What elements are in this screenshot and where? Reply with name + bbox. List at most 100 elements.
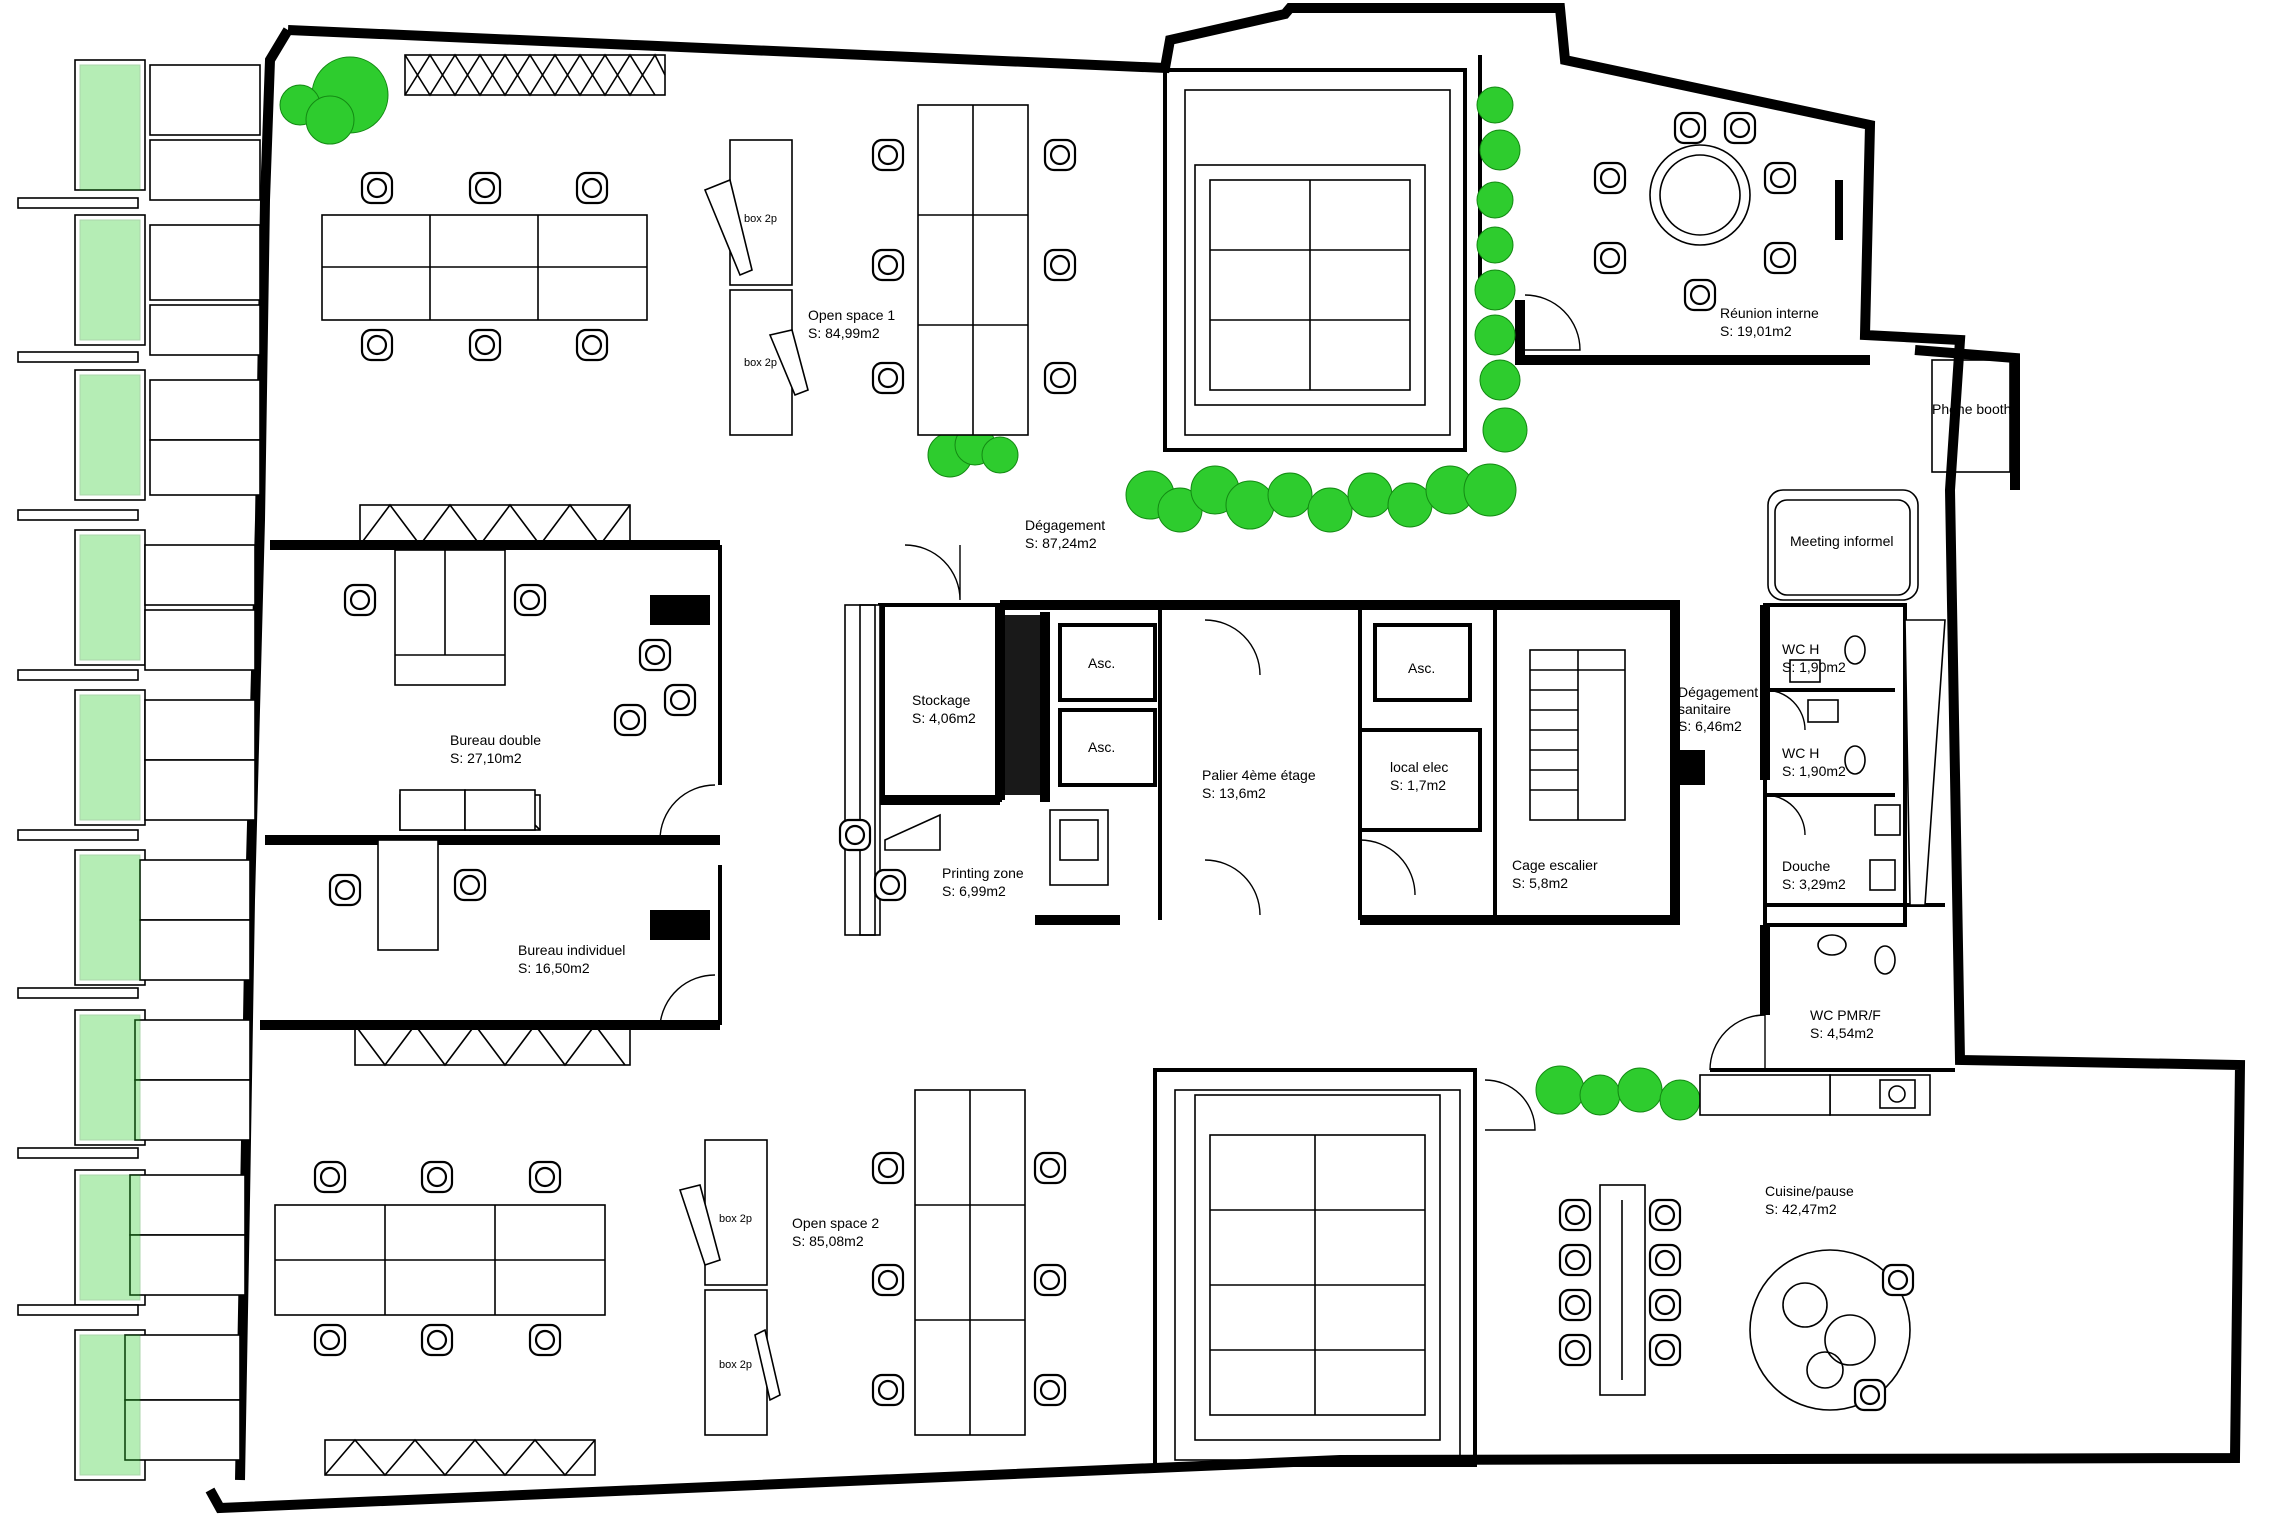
label-elevator-3: Asc. (1408, 660, 1435, 676)
chair (1558, 1288, 1592, 1322)
chair (1043, 138, 1077, 172)
plant (981, 436, 1019, 474)
office-furniture (377, 144, 1931, 1411)
plant (1479, 129, 1521, 171)
label-palier: Palier 4ème étage (1202, 767, 1316, 783)
area-douche: S: 3,29m2 (1782, 876, 1846, 892)
area-stockage: S: 4,06m2 (912, 710, 976, 726)
area-wc-h-2: S: 1,90m2 (1782, 763, 1846, 779)
chair (1683, 278, 1717, 312)
label-open-space-2: Open space 2 (792, 1215, 879, 1231)
label-bureau-double: Bureau double (450, 732, 541, 748)
area-open-space-2: S: 85,08m2 (792, 1233, 864, 1249)
area-wc-h-1: S: 1,90m2 (1782, 659, 1846, 675)
chair (575, 328, 609, 362)
chair (1723, 111, 1757, 145)
label-stockage: Stockage (912, 692, 971, 708)
chair (1033, 1151, 1067, 1185)
chair (1648, 1288, 1682, 1322)
area-degagement: S: 87,24m2 (1025, 535, 1097, 551)
chair (1673, 111, 1707, 145)
chair (1033, 1373, 1067, 1407)
plant (305, 95, 355, 145)
plant (1267, 472, 1313, 518)
label-printing: Printing zone (942, 865, 1024, 881)
plant (1225, 480, 1275, 530)
label-box-2p-1: box 2p (744, 213, 777, 225)
doors (659, 294, 1806, 1131)
area-cuisine: S: 42,47m2 (1765, 1201, 1837, 1217)
chair (528, 1160, 562, 1194)
chair (871, 1263, 905, 1297)
chair (1593, 161, 1627, 195)
chair (453, 868, 487, 902)
plant (1476, 226, 1514, 264)
label-box-2p-2: box 2p (744, 357, 777, 369)
chair (343, 583, 377, 617)
chair (871, 1151, 905, 1185)
area-open-space-1: S: 84,99m2 (808, 325, 880, 341)
chair (1593, 241, 1627, 275)
label-cuisine: Cuisine/pause (1765, 1183, 1854, 1199)
label-meeting-informel: Meeting informel (1790, 533, 1894, 549)
chair (1033, 1263, 1067, 1297)
chair (871, 138, 905, 172)
plant (1617, 1067, 1663, 1113)
chair (575, 171, 609, 205)
chair (528, 1323, 562, 1357)
chair (838, 818, 872, 852)
chair (871, 1373, 905, 1407)
chair (468, 328, 502, 362)
chair (1648, 1333, 1682, 1367)
chair (360, 328, 394, 362)
plant (1579, 1074, 1621, 1116)
chair (1763, 241, 1797, 275)
interior-walls (260, 55, 2020, 1072)
chair (1763, 161, 1797, 195)
label-degagement: Dégagement (1025, 517, 1105, 533)
atrium-bottom (1153, 1068, 1477, 1467)
plant (1474, 314, 1516, 356)
label-elevator-2: Asc. (1088, 739, 1115, 755)
plant (1659, 1079, 1701, 1121)
label-degagement-sanitaire-2: sanitaire (1678, 701, 1731, 717)
area-cage-escalier: S: 5,8m2 (1512, 875, 1568, 891)
chairs (313, 111, 1915, 1412)
area-degagement-sanitaire: S: 6,46m2 (1678, 718, 1742, 734)
label-phone-booth: Phone booth (1932, 401, 2011, 417)
plant (1476, 181, 1514, 219)
plant (1307, 487, 1353, 533)
area-wc-pmr: S: 4,54m2 (1810, 1025, 1874, 1041)
chair (873, 868, 907, 902)
plant (1535, 1065, 1585, 1115)
label-box-2p-4: box 2p (719, 1359, 752, 1371)
plant (1474, 269, 1516, 311)
chair (1648, 1198, 1682, 1232)
chair (1558, 1333, 1592, 1367)
chair (328, 873, 362, 907)
plants (279, 56, 1701, 1121)
plant (1347, 472, 1393, 518)
chair (1043, 361, 1077, 395)
chair (360, 171, 394, 205)
area-printing: S: 6,99m2 (942, 883, 1006, 899)
area-bureau-individuel: S: 16,50m2 (518, 960, 590, 976)
chair (313, 1323, 347, 1357)
chair (420, 1160, 454, 1194)
label-box-2p-3: box 2p (719, 1213, 752, 1225)
area-reunion: S: 19,01m2 (1720, 323, 1792, 339)
chair (1043, 248, 1077, 282)
chair (313, 1160, 347, 1194)
chair (1853, 1378, 1887, 1412)
plant (1476, 86, 1514, 124)
label-bureau-individuel: Bureau individuel (518, 942, 625, 958)
label-wc-h-1: WC H (1782, 641, 1819, 657)
fixtures (1789, 635, 1916, 1109)
chair (663, 683, 697, 717)
left-facade (17, 59, 261, 1481)
label-open-space-1: Open space 1 (808, 307, 895, 323)
label-reunion: Réunion interne (1720, 305, 1819, 321)
top-window-racks (324, 53, 666, 1477)
area-local-elec: S: 1,7m2 (1390, 777, 1446, 793)
label-wc-pmr: WC PMR/F (1810, 1007, 1881, 1023)
